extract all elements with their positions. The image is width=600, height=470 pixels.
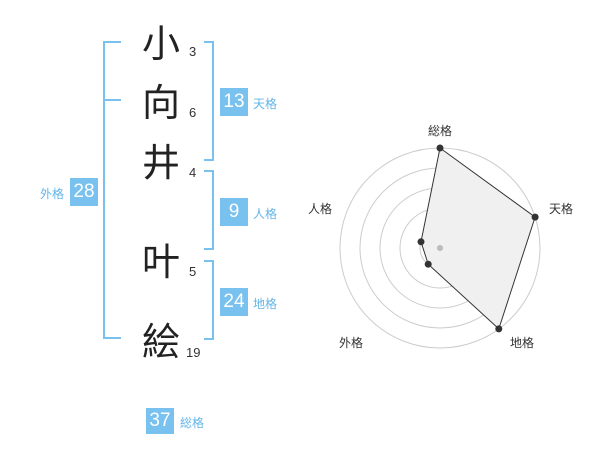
stroke-count-1: 3 — [189, 44, 197, 59]
stroke-count-4: 5 — [189, 264, 197, 279]
radar-point-3 — [495, 325, 503, 333]
jinkaku-value: 9 — [220, 198, 248, 226]
radar-points — [417, 144, 539, 333]
jinkaku-label: 人格 — [253, 207, 278, 221]
chikaku-label: 地格 — [253, 297, 278, 311]
tenkaku-value: 13 — [220, 88, 248, 116]
name-char-2: 向 — [142, 81, 181, 125]
radar-point-2 — [531, 213, 539, 221]
radar-center-dot — [437, 245, 443, 251]
radar-area — [420, 147, 536, 330]
radar-axis-label-jinkaku: 人格 — [308, 202, 333, 216]
stroke-count-3: 4 — [189, 165, 197, 180]
radar-axis-label-gaikaku: 外格 — [339, 336, 364, 350]
radar-axis-label-soukaku: 総格 — [428, 124, 453, 138]
soukaku-label: 総格 — [180, 416, 205, 430]
stroke-count-5: 19 — [186, 345, 201, 360]
tenkaku-label: 天格 — [253, 97, 278, 111]
gaikaku-value: 28 — [70, 178, 98, 206]
radar-point-4 — [424, 260, 432, 268]
radar-axis-label-tenkaku: 天格 — [549, 202, 574, 216]
name-char-5: 絵 — [142, 320, 181, 364]
name-char-4: 叶 — [142, 240, 181, 284]
radar-point-5 — [417, 238, 425, 246]
radar-axis-label-chikaku: 地格 — [510, 336, 535, 350]
gaikaku-label: 外格 — [40, 187, 65, 201]
name-char-3: 井 — [142, 141, 181, 185]
chikaku-value: 24 — [220, 288, 248, 316]
soukaku-value: 37 — [146, 408, 174, 434]
radar-point-1 — [436, 144, 444, 152]
name-char-1: 小 — [142, 22, 181, 66]
stroke-count-2: 6 — [189, 105, 197, 120]
